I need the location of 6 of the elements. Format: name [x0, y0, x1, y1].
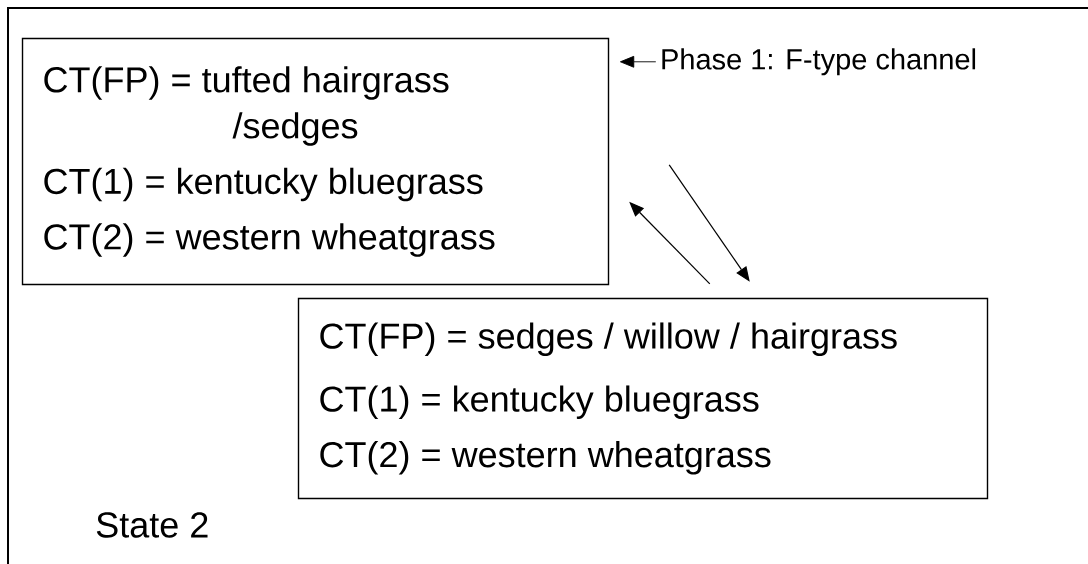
- arrow: [668, 164, 750, 282]
- arrow: [619, 55, 657, 68]
- state-label: State 2: [96, 512, 208, 538]
- text-box: CT(FP) = sedges / willow / hairgrass CT(1) = kentucky bluegrass CT(2) = western wheatgrass: [297, 297, 989, 500]
- annotation-text: Phase 1: F-type channel: [662, 48, 976, 76]
- text-box: CT(FP) = tufted hairgrass /sedges CT(1) = kentucky bluegrass CT(2) = western wheatgrass: [21, 37, 610, 286]
